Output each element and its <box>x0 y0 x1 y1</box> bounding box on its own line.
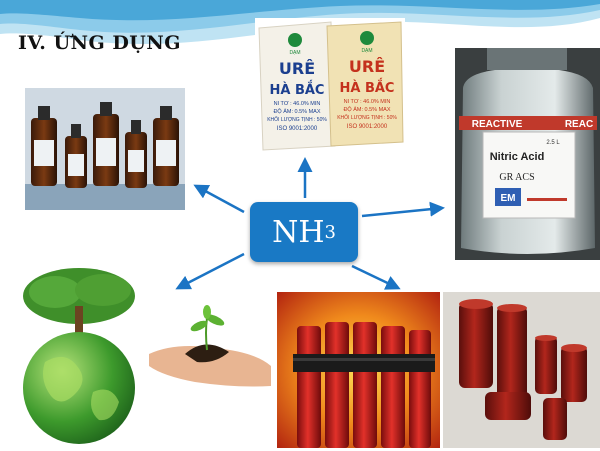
bottle-grade: GR ACS <box>499 172 534 183</box>
bottle-band-text-right: REAC <box>565 119 593 130</box>
bag1-origin: HÀ BẮC <box>270 81 325 98</box>
bottle-volume: 2.5 L <box>546 140 560 146</box>
bag-logo-icon <box>360 31 374 45</box>
reactive-band <box>459 116 597 130</box>
em-logo-icon <box>495 188 521 206</box>
slide-title: IV. ỨNG DỤNG <box>18 32 181 54</box>
formula-main: NH <box>272 214 325 250</box>
bag2-logo-text: DẠM <box>361 48 372 54</box>
arrow-to-explosives <box>351 264 401 290</box>
explosive-cylinders-photo <box>443 292 600 448</box>
bag2-spec1: NI TƠ : 46.0% MIN <box>344 99 391 105</box>
bag1-spec3: KHỐI LƯỢNG TỊNH : 50% <box>267 116 327 123</box>
bottle-band-text: REACTIVE <box>472 119 523 130</box>
nitric-acid-bottle-photo: REACTIVE REAC 2.5 L Nitric Acid GR ACS E… <box>455 48 600 260</box>
seedling-in-hand-photo <box>145 292 273 390</box>
bottle-brand-mark: EM <box>501 193 516 204</box>
bag1-logo-text: DẠM <box>289 50 300 56</box>
arrow-to-agriculture <box>175 252 245 290</box>
bag2-origin: HÀ BẮC <box>340 79 395 96</box>
bag2-spec4: ISO 9001:2000 <box>347 124 388 130</box>
bag1-spec4: ISO 9001:2000 <box>277 126 318 132</box>
bag2-brand: URÊ <box>349 57 385 76</box>
dynamite-sticks-photo <box>277 292 440 448</box>
bag2-spec3: KHỐI LƯỢNG TỊNH : 50% <box>337 114 397 121</box>
green-globe-tree-photo <box>15 262 145 448</box>
arrow-to-nitric-acid <box>361 201 445 218</box>
formula-subscript: 3 <box>324 221 336 243</box>
reagent-bottles-photo <box>25 88 185 210</box>
urea-fertilizer-bags-photo: DẠM DẠM URÊ HÀ BẮC NI TƠ : 46.0% MIN ĐỘ … <box>255 18 405 153</box>
bag2-spec2: ĐỘ ẨM: 0.5% MAX <box>343 106 390 113</box>
bag-logo-icon <box>288 33 302 47</box>
bottle-product-name: Nitric Acid <box>490 151 545 163</box>
arrow-to-reagents <box>193 184 245 214</box>
bag1-spec1: NI TƠ : 46.0% MIN <box>274 101 321 107</box>
bag1-spec2: ĐỘ ẨM: 0.5% MAX <box>273 108 320 115</box>
bag1-brand: URÊ <box>279 59 315 78</box>
